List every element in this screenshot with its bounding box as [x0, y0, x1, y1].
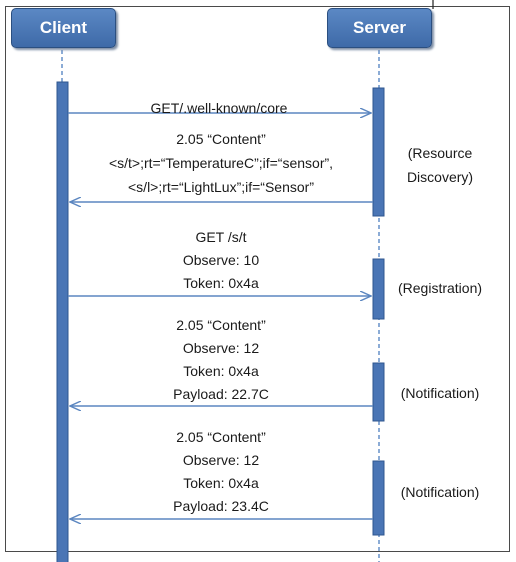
server-activation-bar-2: [372, 258, 385, 320]
server-activation-bar-3: [372, 362, 385, 422]
message-line: Payload: 23.4C: [173, 498, 269, 514]
message-line: Payload: 22.7C: [173, 386, 269, 402]
message-get-well-known-core: GET/.well-known/core: [151, 98, 288, 118]
message-line: Observe: 10: [182, 252, 260, 268]
message-line: Observe: 12: [182, 452, 260, 468]
message-notification-1: 2.05 “Content” Observe: 12 Token: 0x4a P…: [173, 314, 269, 406]
note-resource-discovery: (Resource Discovery): [396, 141, 484, 189]
note-registration: (Registration): [388, 276, 492, 300]
message-get-observe: GET /s/t Observe: 10 Token: 0x4a: [183, 226, 259, 295]
server-actor: Server: [327, 8, 432, 48]
message-line: Token: 0x4a: [183, 363, 259, 379]
client-actor-label: Client: [39, 18, 88, 37]
client-activation-bar: [56, 81, 69, 562]
message-notification-2: 2.05 “Content” Observe: 12 Token: 0x4a P…: [173, 426, 269, 518]
note-line: (Notification): [400, 484, 480, 500]
message-line: 2.05 “Content”: [176, 317, 266, 333]
message-line: GET /s/t: [195, 229, 247, 245]
message-line: Observe: 12: [182, 340, 260, 356]
message-line: 2.05 “Content”: [176, 429, 266, 445]
client-actor: Client: [11, 8, 116, 48]
message-line: <s/t>;rt=“TemperatureC”;if=“sensor”,: [108, 155, 334, 171]
server-actor-label: Server: [353, 18, 406, 37]
message-line: 2.05 “Content”: [176, 131, 266, 147]
message-content-discovery: 2.05 “Content” <s/t>;rt=“TemperatureC”;i…: [109, 127, 333, 199]
note-line: (Resource: [407, 145, 473, 161]
server-activation-bar-4: [372, 460, 385, 536]
note-notification-2: (Notification): [388, 480, 492, 504]
note-notification-1: (Notification): [388, 381, 492, 405]
diagram-frame: [5, 6, 510, 552]
message-line: Token: 0x4a: [183, 275, 259, 291]
note-line: Discovery): [406, 169, 474, 185]
server-activation-bar-1: [372, 87, 385, 217]
message-line: Token: 0x4a: [183, 475, 259, 491]
note-line: (Notification): [400, 385, 480, 401]
message-line: GET/.well-known/core: [150, 100, 288, 116]
message-line: <s/l>;rt=“LightLux”;if=“Sensor”: [128, 179, 314, 195]
note-line: (Registration): [397, 280, 483, 296]
